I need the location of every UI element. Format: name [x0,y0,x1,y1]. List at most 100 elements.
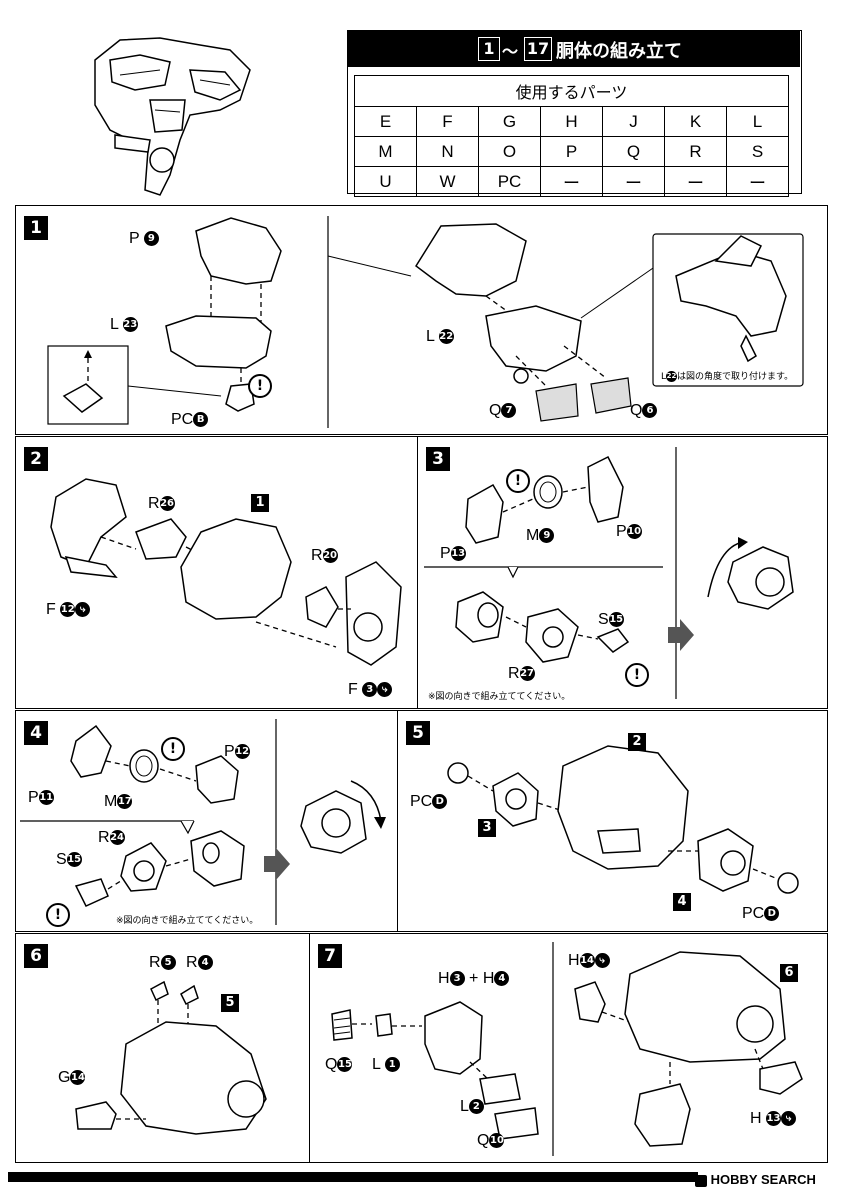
label-q10: Q10 [477,1132,505,1149]
parts-cell: H [540,106,603,137]
step-5-illustration [447,745,799,894]
parts-cell: N [416,136,479,167]
warning-icon: ! [161,737,185,761]
parts-cell: ー [602,166,665,197]
parts-table-wrap: 使用するパーツ E F G H J K L M N O P Q R [354,75,789,197]
step-2-panel: 2 R26 1 R20 F 12⤷ F 3⤷ [15,436,418,709]
ref-step-6: 6 [780,964,798,982]
label-h14: H14⤷ [568,952,610,970]
warning-icon: ! [248,374,272,398]
ref-step-3: 3 [478,819,496,837]
label-f3: F 3⤷ [348,681,393,699]
label-m17: M17 [104,793,133,810]
parts-cell: U [354,166,417,197]
ref-step-5: 5 [221,994,239,1012]
step-4-illustration [20,719,386,925]
warning-icon: ! [46,903,70,927]
parts-row: U W PC ー ー ー ー [354,166,789,197]
torso-overview-illustration [94,37,251,196]
label-f12: F 12⤷ [46,601,91,619]
watermark: HOBBY SEARCH [695,1172,816,1187]
ref-step-4: 4 [673,893,691,911]
parts-cell: S [726,136,789,167]
step-number: 4 [24,721,48,745]
label-s15: S15 [56,851,82,868]
step-1-note: L22は図の角度で取り付けます。 [661,371,794,382]
label-r24: R24 [98,829,125,846]
label-p12: P12 [224,743,250,760]
parts-table-heading: 使用するパーツ [354,75,789,107]
warning-icon: ! [506,469,530,493]
label-h13: H 13⤷ [750,1110,797,1128]
footer-bar [8,1172,698,1182]
parts-cell: M [354,136,417,167]
header-title-bar: 1 〜 17 胴体の組み立て [348,31,800,67]
label-p13: P13 [440,545,466,562]
step-6-illustration [75,980,267,1135]
step-7-illustration [331,942,803,1156]
label-r20: R20 [311,547,338,564]
step-number: 2 [24,447,48,471]
parts-cell: O [478,136,541,167]
parts-cell: R [664,136,727,167]
step-1-illustration [47,216,804,428]
step-range-end: 17 [524,37,552,61]
warning-icon: ! [625,663,649,687]
step-3-note: ※図の向きで組み立ててください。 [428,692,571,702]
step-number: 7 [318,944,342,968]
header-title: 胴体の組み立て [556,41,682,62]
step-2-illustration [50,478,402,666]
parts-cell: PC [478,166,541,197]
label-g14: G14 [58,1069,86,1086]
parts-cell: G [478,106,541,137]
label-r26: R26 [148,495,175,512]
label-l1: L 1 [372,1056,400,1074]
step-range-start: 1 [478,37,500,61]
ref-step-1: 1 [251,494,269,512]
step-number: 1 [24,216,48,240]
label-l23: L 23 [110,316,138,333]
parts-cell: Q [602,136,665,167]
step-number: 6 [24,944,48,968]
label-p11: P11 [28,789,54,806]
watermark-logo-icon [695,1174,707,1187]
step-range-tilde: 〜 [502,42,519,61]
label-p10: P10 [616,523,642,540]
label-q15: Q15 [325,1056,353,1073]
label-s15: S15 [598,611,624,628]
parts-row: M N O P Q R S [354,136,789,167]
header-section: 1 〜 17 胴体の組み立て 使用するパーツ E F G H J K L M N [0,0,845,205]
parts-table: 使用するパーツ E F G H J K L M N O P Q R [354,75,789,197]
parts-cell: F [416,106,479,137]
step-4-note: ※図の向きで組み立ててください。 [116,916,259,926]
parts-cell: E [354,106,417,137]
watermark-text: HOBBY SEARCH [710,1172,816,1187]
parts-cell: L [726,106,789,137]
step-number: 3 [426,447,450,471]
parts-cell: ー [726,166,789,197]
parts-cell: ー [664,166,727,197]
parts-row: E F G H J K L [354,106,789,137]
step-4-panel: 4 ! P12 P11 M17 R24 S15 ! ※図の向きで組み立ててくださ… [15,710,398,932]
parts-cell: W [416,166,479,197]
parts-cell: P [540,136,603,167]
header-title-box: 1 〜 17 胴体の組み立て 使用するパーツ E F G H J K L M N [347,30,802,197]
parts-cell: K [664,106,727,137]
ref-step-2: 2 [628,733,646,751]
label-r27: R27 [508,665,535,682]
label-p9: P 9 [129,230,159,248]
